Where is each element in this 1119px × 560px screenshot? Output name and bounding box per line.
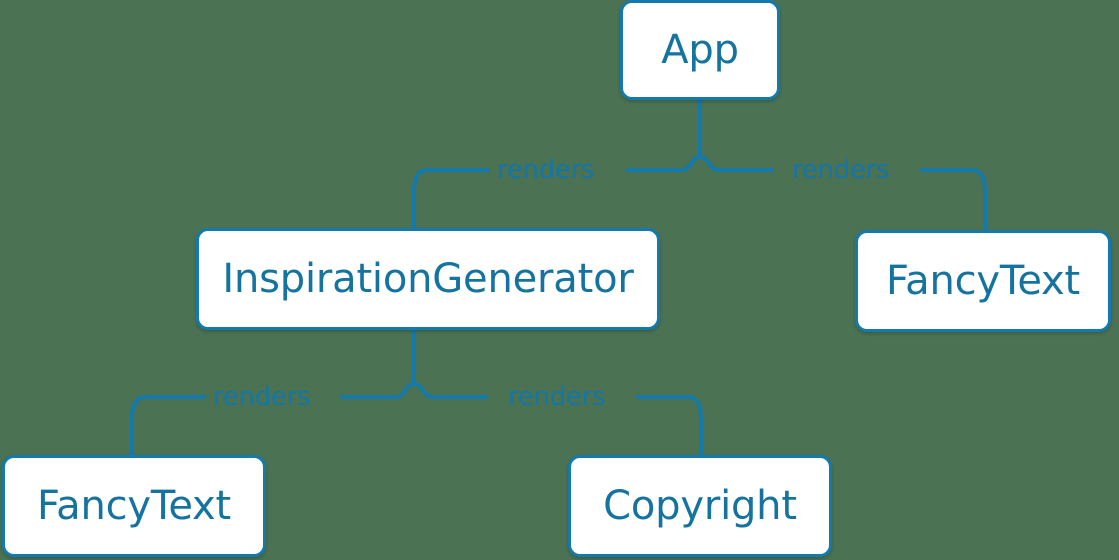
node-copyright[interactable]: Copyright bbox=[568, 455, 832, 557]
edge-inspiration-generator-to-fancy-text-bottom bbox=[130, 382, 416, 457]
node-fancy-text-right[interactable]: FancyText bbox=[855, 230, 1111, 332]
node-fancy-text-bottom-label: FancyText bbox=[37, 483, 231, 529]
node-app[interactable]: App bbox=[620, 0, 780, 100]
edge-label-app-to-fancy-text-right: renders bbox=[792, 155, 890, 185]
node-inspiration-generator[interactable]: InspirationGenerator bbox=[196, 228, 660, 330]
edge-label-inspiration-generator-to-fancy-text-bottom: renders bbox=[213, 382, 311, 412]
edge-label-inspiration-generator-to-copyright: renders bbox=[508, 382, 606, 412]
node-app-label: App bbox=[661, 27, 739, 73]
node-copyright-label: Copyright bbox=[603, 483, 797, 529]
edge-app-to-inspiration-generator bbox=[412, 155, 702, 230]
edge-app-to-fancy-text-right bbox=[698, 155, 987, 232]
node-fancy-text-bottom[interactable]: FancyText bbox=[2, 455, 266, 557]
edge-inspiration-generator-to-copyright bbox=[412, 382, 703, 457]
node-inspiration-generator-label: InspirationGenerator bbox=[222, 256, 634, 302]
edge-label-app-to-inspiration-generator: renders bbox=[497, 155, 595, 185]
node-fancy-text-right-label: FancyText bbox=[886, 258, 1080, 304]
